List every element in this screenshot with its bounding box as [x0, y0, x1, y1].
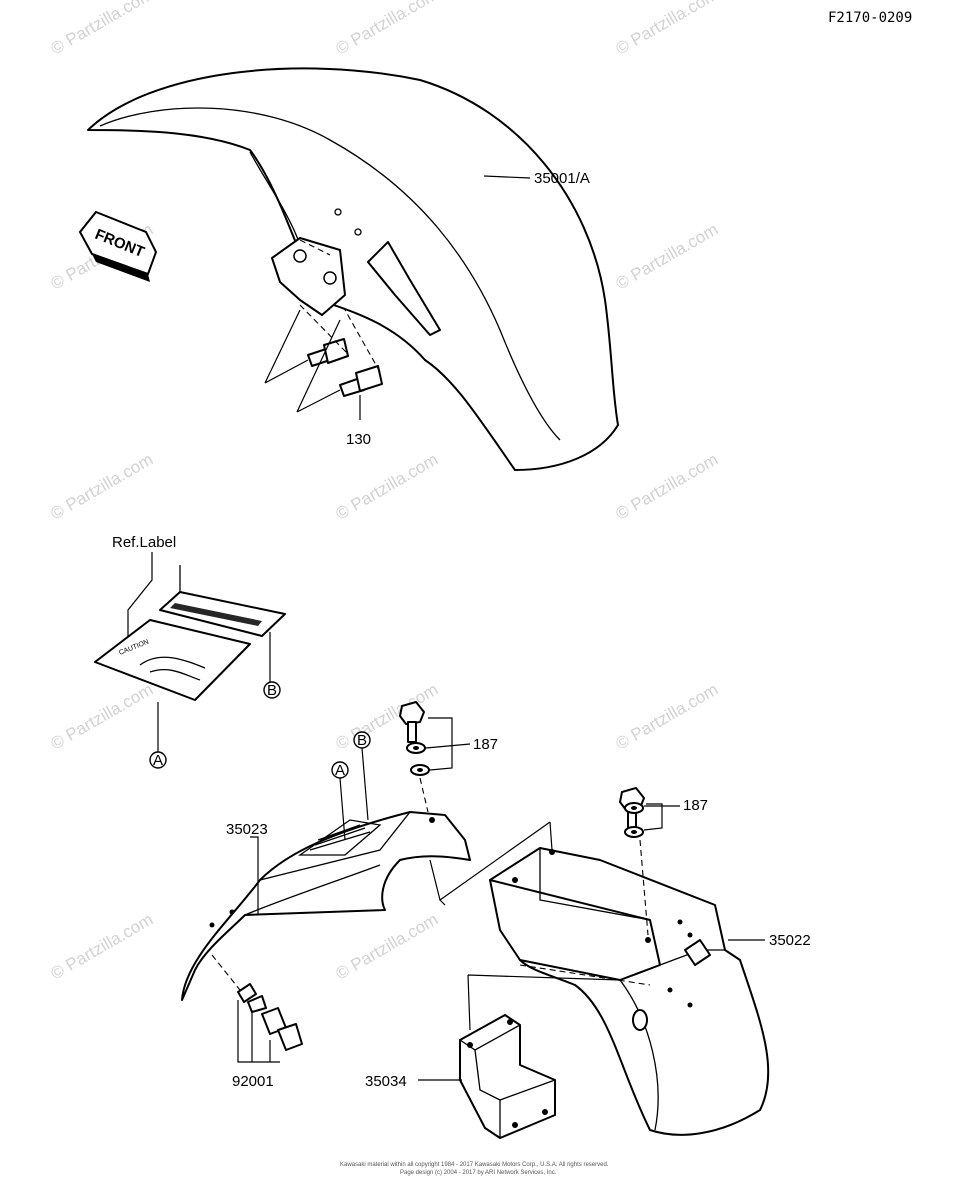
callout-b-fender-circle	[353, 731, 371, 749]
watermark: © Partzilla.com	[48, 0, 157, 58]
lower-bolt-guide	[211, 954, 241, 991]
fender-guide-lines	[429, 821, 553, 906]
ref-label-sticker-b	[159, 565, 286, 637]
ref-label-caption: Ref.Label	[112, 534, 176, 551]
callout-b-fender-leader	[361, 747, 369, 821]
rear-fender	[489, 847, 770, 1136]
label-bolt-washers-2: 187	[683, 797, 708, 814]
bolt-washers-guide-2	[639, 839, 649, 936]
front-arrow-icon: FRONT	[78, 210, 158, 282]
rear-fender-guide	[519, 964, 651, 986]
bracket	[459, 1014, 556, 1139]
bolt-washers-leader-2	[643, 803, 680, 831]
front-bolt-icon	[307, 338, 383, 397]
label-lower-bolt: 92001	[232, 1073, 274, 1090]
label-bolt-washers-1: 187	[473, 736, 498, 753]
callout-a-fender: A	[335, 762, 345, 779]
front-fender	[87, 67, 619, 471]
watermark: © Partzilla.com	[613, 220, 722, 294]
bolt-washers-guide	[419, 777, 429, 813]
callout-a-fender-leader	[339, 777, 346, 841]
lower-bolt-icon	[237, 983, 303, 1051]
ref-label-leader	[127, 552, 153, 640]
copyright-line-2: Page design (c) 2004 - 2017 by ARI Netwo…	[400, 1170, 557, 1176]
front-bolt-leader	[264, 309, 361, 420]
watermark: © Partzilla.com	[48, 450, 157, 524]
bracket-guide-lines	[467, 974, 621, 1031]
front-rear-fender	[181, 811, 471, 1001]
callout-b-circle	[263, 681, 281, 699]
label-front-bolt: 130	[346, 431, 371, 448]
ref-label-sticker-a: CAUTION	[94, 619, 251, 701]
label-front-fender: 35001/A	[534, 170, 590, 187]
lower-bolt-leader	[237, 1000, 280, 1063]
front-fender-leader	[483, 175, 531, 179]
callout-a-circle	[149, 751, 167, 769]
callout-b-fender: B	[357, 732, 367, 749]
callout-a-fender-circle	[331, 761, 349, 779]
watermark: © Partzilla.com	[333, 0, 442, 58]
watermark: © Partzilla.com	[48, 680, 157, 754]
bolt-washers-icon-2	[619, 787, 645, 838]
label-rear-fender: 35022	[769, 932, 811, 949]
label-bracket: 35034	[365, 1073, 407, 1090]
watermark: © Partzilla.com	[333, 450, 442, 524]
bolt-washers-leader	[425, 717, 471, 771]
watermark: © Partzilla.com	[333, 680, 442, 754]
watermark: © Partzilla.com	[613, 680, 722, 754]
watermark: © Partzilla.com	[613, 0, 722, 58]
watermark: © Partzilla.com	[48, 910, 157, 984]
bolt-washers-icon	[399, 701, 430, 776]
diagram-code: F2170-0209	[828, 10, 912, 26]
callout-b-ref: B	[267, 682, 277, 699]
watermark: © Partzilla.com	[333, 910, 442, 984]
label-front-rear-fender: 35023	[226, 821, 268, 838]
front-rear-fender-leader	[250, 836, 259, 915]
watermark: © Partzilla.com	[613, 450, 722, 524]
front-bolt-guide	[299, 239, 381, 373]
callout-a-ref: A	[153, 752, 163, 769]
copyright-line-1: Kawasaki material within all copyright 1…	[340, 1162, 609, 1168]
